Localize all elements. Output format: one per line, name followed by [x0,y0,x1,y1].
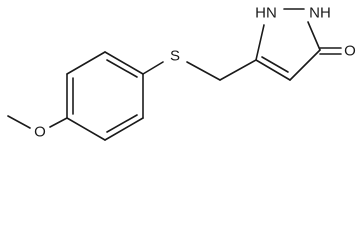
nh-left-label: HN [255,5,277,22]
molecule-diagram: O S HN NH O [7,5,356,141]
ether-oxygen-label: O [34,124,46,141]
nh-right-label: NH [309,5,331,22]
bond-n2-to-c3 [307,21,321,51]
bond-ether-o-to-methyl [7,115,31,129]
bond-ring-1 [104,51,144,75]
bond-sulfur-to-ch2 [186,61,221,81]
benzene-ring [66,51,144,141]
sulfur-label: S [170,48,180,65]
bond-c4-to-c5 [255,59,291,81]
bond-c5-to-n1 [255,24,265,61]
bond-ring-6 [66,51,106,75]
bond-ring-3 [104,117,144,141]
bond-ring-to-sulfur [142,61,164,75]
bond-ring-double-2 [106,114,138,133]
bond-ring-4 [66,117,106,141]
carbonyl-oxygen-label: O [344,43,356,60]
bond-ring-double-1 [106,59,138,78]
bond-c4-c5-double [261,56,289,73]
bond-c3-to-c4 [289,49,321,81]
bond-ch2-to-ring-c5 [219,59,257,81]
pyrazolone-ring [255,8,321,81]
bond-ring-to-ether-o [49,117,68,128]
